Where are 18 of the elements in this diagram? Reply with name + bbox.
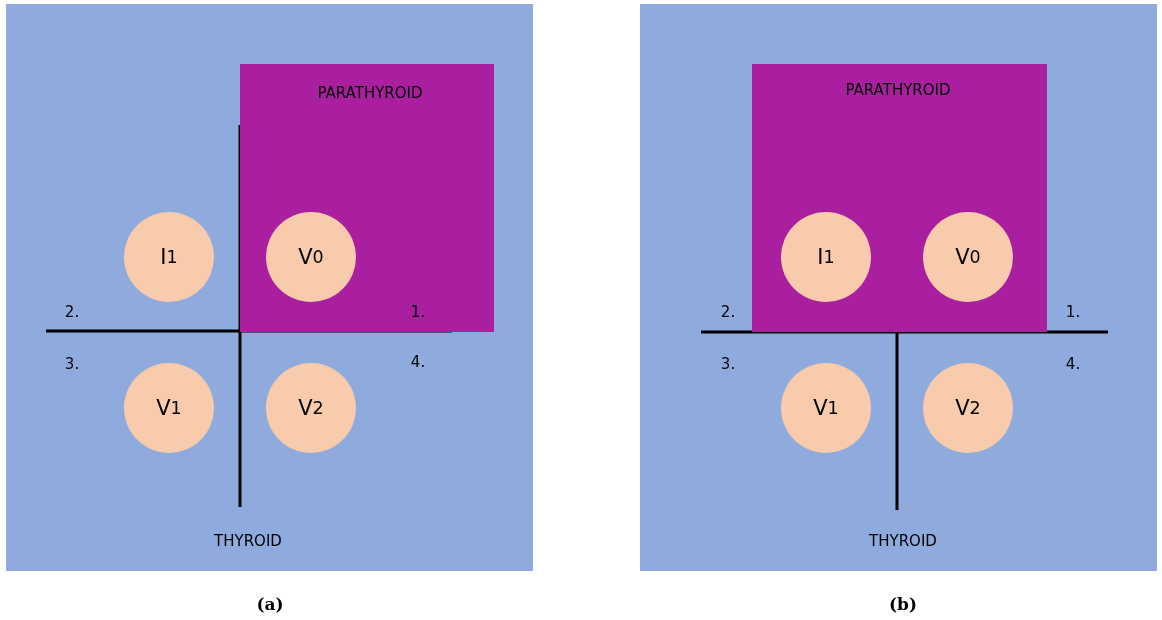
region-label: THYROID: [214, 532, 282, 550]
quadrant-number: 1.: [410, 303, 426, 321]
panel-caption: (a): [256, 594, 284, 614]
quadrant-number: 2.: [64, 303, 80, 321]
quadrant-number: 2.: [720, 303, 736, 321]
region-label: PARATHYROID: [845, 81, 951, 99]
quadrant-number: 3.: [64, 355, 80, 373]
quadrant-number: 4.: [1065, 355, 1081, 373]
region-label: THYROID: [869, 532, 937, 550]
region-label: PARATHYROID: [317, 84, 423, 102]
quadrant-number: 1.: [1065, 303, 1081, 321]
tissue-panel: [6, 4, 533, 571]
panel-caption: (b): [889, 594, 917, 614]
quadrant-number: 3.: [720, 355, 736, 373]
quadrant-number: 4.: [410, 353, 426, 371]
tissue-panel: [640, 4, 1157, 571]
parathyroid-region: [240, 64, 494, 332]
parathyroid-region: [752, 64, 1047, 332]
